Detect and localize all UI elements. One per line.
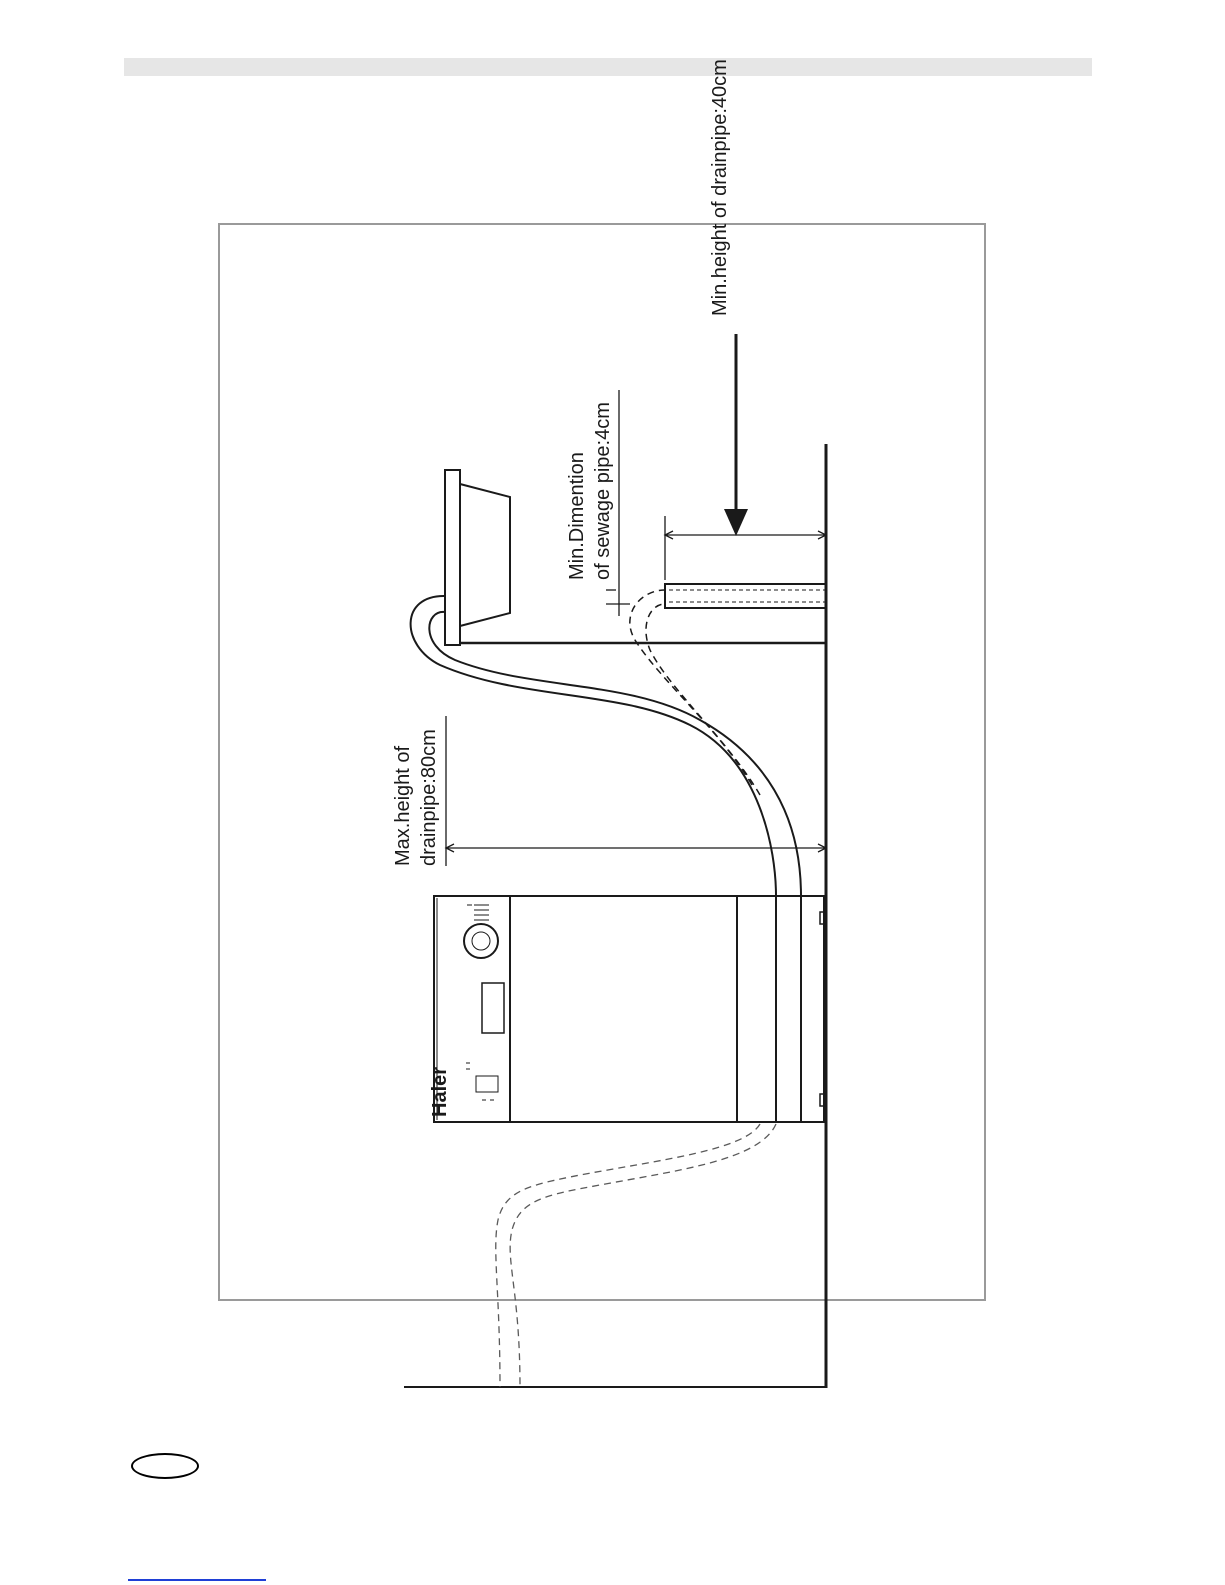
min-height-label: Min.height of drainpipe:40cm xyxy=(709,59,731,316)
dishwasher xyxy=(434,896,826,1122)
sewage-pipe xyxy=(665,584,826,608)
page-number-oval xyxy=(131,1453,199,1479)
sewage-hose-dashed xyxy=(630,590,760,795)
min-dimension-label-line2: of sewage pipe:4cm xyxy=(592,402,614,580)
brand-logo: Haier xyxy=(429,1067,451,1117)
drain-hose xyxy=(411,596,801,896)
link-underline[interactable] xyxy=(128,1579,266,1581)
max-height-label-line2: drainpipe:80cm xyxy=(418,729,440,866)
inlet-hose-dashed xyxy=(496,1124,776,1387)
sink xyxy=(445,470,826,645)
min-dimension-label-line1: Min.Dimention xyxy=(566,452,588,580)
max-height-label-line1: Max.height of xyxy=(392,745,414,866)
min-height-dimension xyxy=(665,516,826,580)
max-height-dimension xyxy=(446,716,826,866)
